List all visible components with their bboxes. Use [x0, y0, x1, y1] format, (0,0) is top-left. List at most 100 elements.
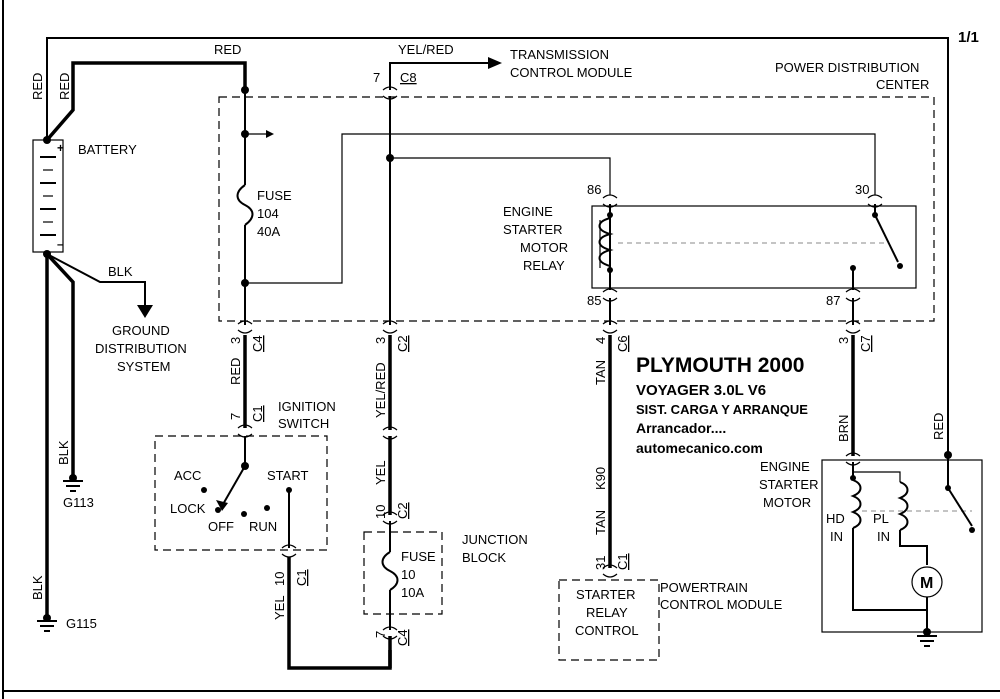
wire-brn: BRN	[836, 415, 851, 442]
sheet-number: 1/1	[958, 29, 979, 46]
wire-yel-mid: YEL	[373, 460, 388, 485]
connector-c1: C1	[615, 553, 630, 570]
pin-87: 87	[826, 293, 840, 308]
fuse-104-line1: FUSE	[257, 188, 292, 203]
arrow-right-icon	[266, 130, 274, 138]
battery-negative: –	[57, 237, 64, 251]
pl-coil-symbol	[897, 481, 909, 531]
wire-blk-g115: BLK	[30, 575, 45, 600]
wire-yel-red-top: YEL/RED	[398, 42, 454, 57]
title-site: automecanico.com	[636, 440, 763, 456]
wire-tan-top: TAN	[593, 360, 608, 385]
hd-label-line2: IN	[830, 529, 843, 544]
ground-g113-label: G113	[63, 495, 94, 510]
fuse-10-line1: FUSE	[401, 549, 436, 564]
title-subsystem: Arrancador....	[636, 420, 726, 436]
wire-yel-red-mid: YEL/RED	[373, 362, 388, 418]
junction-block-box	[363, 531, 443, 615]
fuse-104-line2: 104	[257, 206, 279, 221]
connector-c2: C2	[395, 502, 410, 519]
motor-label-line1: ENGINE	[760, 459, 810, 474]
ground-icon	[63, 474, 83, 492]
fuse-104-line3: 40A	[257, 224, 280, 239]
connector-symbol	[382, 320, 398, 334]
pin-label: 31	[593, 556, 608, 570]
ignition-switch-box	[154, 435, 328, 551]
connector-symbol	[602, 320, 618, 334]
pcm-box-line2: RELAY	[586, 605, 628, 620]
wire-to-relay-86	[390, 157, 611, 195]
connector-c4: C4	[395, 629, 410, 646]
pin-30: 30	[855, 182, 869, 197]
ground-g115-label: G115	[66, 616, 97, 631]
connector-c6: C6	[615, 335, 630, 352]
junction-label-line1: JUNCTION	[462, 532, 528, 547]
starter-relay-box	[591, 205, 917, 289]
wire-blk-ground: BLK	[108, 264, 133, 279]
fuse-104-symbol	[236, 184, 254, 226]
ground-icon	[37, 614, 57, 632]
hd-coil-symbol	[850, 479, 862, 529]
starter-motor-box	[821, 459, 983, 633]
pcm-box-line3: CONTROL	[575, 623, 639, 638]
pdc-label-line1: POWER DISTRIBUTION	[775, 60, 919, 75]
arrow-right-icon	[488, 57, 502, 69]
connector-symbol	[237, 320, 253, 334]
wire-red-left1: RED	[30, 73, 45, 100]
pin-label: 7	[228, 413, 243, 420]
relay-contact-symbol	[874, 214, 899, 263]
wire-blk-g113: BLK	[56, 440, 71, 465]
pin-label: 3	[836, 337, 851, 344]
pcm-label-line1: POWERTRAIN	[660, 580, 748, 595]
fused-b-plus-to-relay-30	[245, 133, 876, 284]
hd-label-line1: HD	[826, 511, 845, 526]
pcm-box-line1: STARTER	[576, 587, 635, 602]
pl-label-line1: PL	[873, 511, 889, 526]
connector-c4: C4	[250, 335, 265, 352]
pin-label: 10	[373, 505, 388, 519]
battery-label: BATTERY	[78, 142, 137, 157]
ground-dist-line3: SYSTEM	[117, 359, 170, 374]
pin-85: 85	[587, 293, 601, 308]
wire-red-top: RED	[214, 42, 241, 57]
wire-red-left2: RED	[57, 73, 72, 100]
ground-icon	[917, 628, 937, 647]
pin-label: 3	[228, 337, 243, 344]
pin-label: 3	[373, 337, 388, 344]
pin-label: 7	[373, 631, 388, 638]
junction-label-line2: BLOCK	[462, 550, 506, 565]
relay-coil-symbol	[598, 217, 614, 267]
relay-label-line1: ENGINE	[503, 204, 553, 219]
relay-label-line4: RELAY	[523, 258, 565, 273]
fuse-10-symbol	[381, 551, 399, 591]
motor-label-line2: STARTER	[759, 477, 818, 492]
ignition-label-line1: IGNITION	[278, 399, 336, 414]
arrow-down-icon	[137, 305, 153, 318]
pin-label: 7	[373, 70, 380, 85]
ign-run: RUN	[249, 519, 277, 534]
ign-lock: LOCK	[170, 501, 206, 516]
pin-86: 86	[587, 182, 601, 197]
connector-c2: C2	[395, 335, 410, 352]
power-distribution-center-box	[218, 96, 935, 322]
ign-start: START	[267, 468, 308, 483]
wire-red-right: RED	[931, 413, 946, 440]
ignition-label-line2: SWITCH	[278, 416, 329, 431]
starter-solenoid-contact	[947, 487, 973, 527]
blk-wire-ground-dist	[46, 253, 146, 305]
connector-c1: C1	[294, 569, 309, 586]
title-make-year: PLYMOUTH 2000	[636, 354, 804, 377]
ground-dist-line1: GROUND	[112, 323, 170, 338]
pcm-box	[558, 579, 660, 661]
connector-c8: C8	[400, 70, 417, 85]
pdc-label-line2: CENTER	[876, 77, 929, 92]
wire-tan-bottom: TAN	[593, 510, 608, 535]
relay-label-line3: MOTOR	[520, 240, 568, 255]
pcm-label-line2: CONTROL MODULE	[660, 597, 783, 612]
fuse-10-line2: 10	[401, 567, 415, 582]
motor-label-line3: MOTOR	[763, 495, 811, 510]
yel-red-to-tcm	[389, 62, 490, 90]
connector-c7: C7	[858, 335, 873, 352]
ign-off: OFF	[208, 519, 234, 534]
